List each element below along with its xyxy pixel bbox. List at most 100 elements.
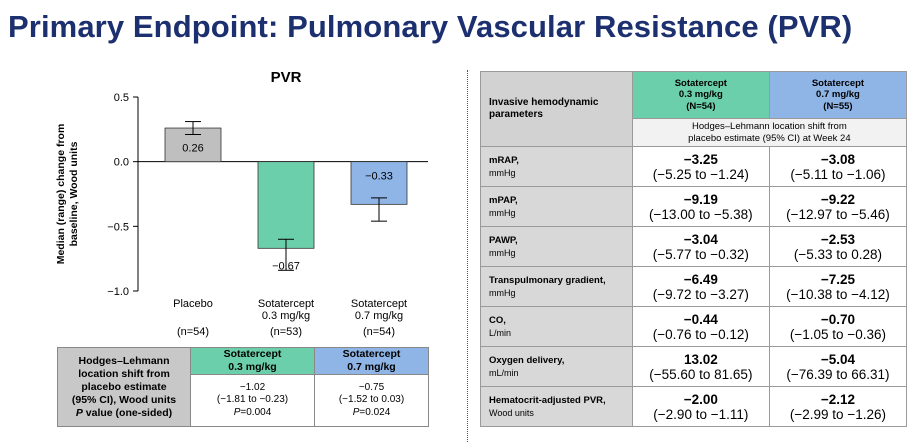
right-subheader-line: placebo estimate (95% CI) at Week 24 <box>688 132 851 144</box>
row-col2-ci: (−2.99 to −1.26) <box>789 406 886 422</box>
x-tick-label: Placebo <box>173 298 213 310</box>
right-subheader: Hodges–Lehmann location shift from place… <box>631 118 908 147</box>
hemodynamic-table: Invasive hemodynamic parameters Sotaterc… <box>480 71 908 427</box>
table-row: CO,L/min−0.44(−0.76 to −0.12)−0.70(−1.05… <box>480 306 908 347</box>
row-col2-estimate: −2.53 <box>820 231 856 247</box>
row-col2-ci: (−1.05 to −0.36) <box>789 326 886 342</box>
x-tick-label: 0.3 mg/kg <box>262 310 310 322</box>
row-col2-estimate: −7.25 <box>820 271 856 287</box>
left-col2-estimate: −0.75 <box>358 381 385 393</box>
row-col1-cell: −3.25(−5.25 to −1.24) <box>631 146 770 187</box>
row-col1-estimate: −9.19 <box>683 191 718 207</box>
left-col2-values: −0.75 (−1.52 to 0.03) P=0.024 <box>314 374 429 427</box>
x-tick-label: 0.7 mg/kg <box>355 310 403 322</box>
row-label: CO,L/min <box>480 306 633 347</box>
bar-value-label: 0.26 <box>182 143 203 155</box>
row-label: mPAP,mmHg <box>480 186 633 227</box>
table-row: PAWP,mmHg−3.04(−5.77 to −0.32)−2.53(−5.3… <box>480 226 908 267</box>
left-label-line: (95% CI), Wood units <box>71 393 177 406</box>
right-col1-header-line: (N=54) <box>686 100 716 112</box>
row-col2-ci: (−76.39 to 66.31) <box>786 366 890 382</box>
left-label-p: P <box>75 406 83 419</box>
row-col2-ci: (−10.38 to −4.12) <box>786 286 890 302</box>
right-col1-header: Sotatercept 0.3 mg/kg (N=54) <box>631 71 770 119</box>
bar-value-label: −0.33 <box>365 171 393 183</box>
row-parameter: Oxygen delivery, <box>489 354 565 366</box>
left-label-line: placebo estimate <box>81 380 167 393</box>
right-col2-header-line: Sotatercept <box>811 77 865 89</box>
row-col1-estimate: −2.00 <box>683 391 718 407</box>
left-table-label: Hodges–Lehmann location shift from place… <box>57 347 191 427</box>
left-col1-values: −1.02 (−1.81 to −0.23) P=0.004 <box>189 374 316 427</box>
row-unit: Wood units <box>489 407 534 418</box>
row-unit: L/min <box>489 327 512 338</box>
row-col2-cell: −5.04(−76.39 to 66.31) <box>768 346 908 387</box>
right-col1-header-line: Sotatercept <box>674 77 727 89</box>
left-label-p-rest: value (one-sided) <box>82 406 173 419</box>
row-col1-cell: −3.04(−5.77 to −0.32) <box>631 226 770 267</box>
row-col1-estimate: −3.04 <box>683 231 718 247</box>
row-col1-estimate: 13.02 <box>683 351 718 367</box>
bar-value-label: −0.67 <box>272 260 300 272</box>
left-col2-header-line: Sotatercept <box>342 348 401 360</box>
x-tick-label: Sotatercept <box>351 298 407 310</box>
row-col2-ci: (−5.33 to 0.28) <box>793 246 883 262</box>
row-col2-ci: (−12.97 to −5.46) <box>786 206 890 222</box>
row-col2-cell: −7.25(−10.38 to −4.12) <box>768 266 908 307</box>
left-col2-p: =0.024 <box>359 406 391 418</box>
left-col2-header: Sotatercept 0.7 mg/kg <box>314 347 429 375</box>
row-col1-ci: (−55.60 to 81.65) <box>649 366 753 382</box>
row-unit: mL/min <box>489 367 519 378</box>
corner-label-line: parameters <box>489 109 543 120</box>
row-col1-ci: (−2.90 to −1.11) <box>653 406 749 422</box>
left-label-line: Hodges–Lehmann <box>78 354 170 367</box>
left-col1-p: =0.004 <box>240 406 272 418</box>
row-col1-cell: −0.44(−0.76 to −0.12) <box>631 306 770 347</box>
table-row: mRAP,mmHg−3.25(−5.25 to −1.24)−3.08(−5.1… <box>480 146 908 187</box>
row-parameter: Hematocrit-adjusted PVR, <box>489 394 606 406</box>
row-col1-ci: (−13.00 to −5.38) <box>649 206 753 222</box>
row-col1-cell: −9.19(−13.00 to −5.38) <box>631 186 770 227</box>
y-tick-label: −0.5 <box>107 221 129 233</box>
bar <box>350 161 408 205</box>
right-col2-header-line: (N=55) <box>823 100 853 112</box>
row-label: PAWP,mmHg <box>480 226 633 267</box>
row-col1-estimate: −3.25 <box>683 151 718 167</box>
row-col2-cell: −3.08(−5.11 to −1.06) <box>768 146 908 187</box>
left-col1-header: Sotatercept 0.3 mg/kg <box>189 347 316 375</box>
row-col1-cell: −6.49(−9.72 to −3.27) <box>631 266 770 307</box>
row-col2-cell: −2.53(−5.33 to 0.28) <box>768 226 908 267</box>
left-col1-ci: (−1.81 to −0.23) <box>216 394 289 406</box>
left-col1-header-line: Sotatercept <box>223 348 282 360</box>
y-tick-label: 0.5 <box>114 92 129 104</box>
row-col1-ci: (−5.25 to −1.24) <box>652 166 749 182</box>
row-label: Oxygen delivery,mL/min <box>480 346 633 387</box>
right-subheader-line: Hodges–Lehmann location shift from <box>692 121 847 132</box>
left-col2-ci: (−1.52 to 0.03) <box>338 394 405 406</box>
y-axis-label: Median (range) change from <box>55 124 67 265</box>
row-parameter: PAWP, <box>489 234 518 246</box>
page-title: Primary Endpoint: Pulmonary Vascular Res… <box>8 9 853 44</box>
right-col2-header-line: 0.7 mg/kg <box>816 89 860 101</box>
row-col1-ci: (−5.77 to −0.32) <box>652 246 749 262</box>
row-col2-cell: −9.22(−12.97 to −5.46) <box>768 186 908 227</box>
x-n-label: (n=53) <box>270 326 302 338</box>
row-col2-estimate: −3.08 <box>820 151 856 167</box>
row-label: Transpulmonary gradient,mmHg <box>480 266 633 307</box>
bar <box>257 161 315 249</box>
row-col2-ci: (−5.11 to −1.06) <box>790 166 886 182</box>
row-parameter: CO, <box>489 314 506 326</box>
left-col2-header-line: 0.7 mg/kg <box>347 361 396 373</box>
left-col1-header-line: 0.3 mg/kg <box>228 361 277 373</box>
row-col1-ci: (−9.72 to −3.27) <box>652 286 749 302</box>
row-col2-estimate: −5.04 <box>820 351 856 367</box>
row-col2-cell: −2.12(−2.99 to −1.26) <box>768 386 908 427</box>
row-unit: mmHg <box>489 287 516 298</box>
row-parameter: Transpulmonary gradient, <box>489 274 606 286</box>
row-label: Hematocrit-adjusted PVR,Wood units <box>480 386 633 427</box>
right-col2-header: Sotatercept 0.7 mg/kg (N=55) <box>768 71 908 119</box>
row-col2-estimate: −9.22 <box>820 191 856 207</box>
row-parameter: mRAP, <box>489 154 519 166</box>
x-n-label: (n=54) <box>177 326 209 338</box>
